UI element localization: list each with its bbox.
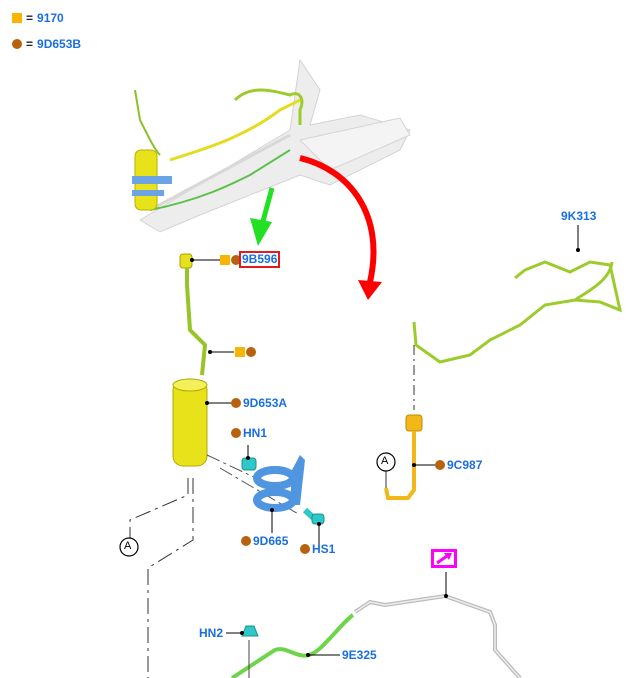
screw-HS1 — [302, 507, 325, 545]
external-view-arrow-icon[interactable] — [431, 549, 457, 568]
circle-marker-icon — [231, 428, 241, 438]
legend-item-square: = 9170 — [12, 11, 64, 25]
legend-code-9D653B[interactable]: 9D653B — [37, 37, 82, 51]
circle-marker-icon — [12, 39, 22, 49]
circle-marker-icon — [231, 255, 241, 265]
callout-9B596-highlighted[interactable]: 9B596 — [239, 251, 281, 268]
callout-9D653A[interactable]: 9D653A — [243, 396, 288, 410]
square-marker-icon — [12, 13, 22, 23]
canister-9D653A — [172, 378, 233, 467]
connector-a-right[interactable]: A — [381, 455, 389, 467]
bracket-9D665 — [206, 454, 305, 533]
circle-marker-icon — [300, 544, 310, 554]
legend-code-9170[interactable]: 9170 — [37, 11, 64, 25]
red-curved-arrow-icon — [299, 155, 382, 300]
connector-a-left-leader — [119, 478, 194, 678]
callout-9E325[interactable]: 9E325 — [342, 648, 377, 662]
harness-9K313 — [412, 225, 623, 410]
square-marker-icon — [220, 255, 230, 265]
circle-marker-icon — [231, 398, 241, 408]
callout-9K313[interactable]: 9K313 — [561, 209, 597, 223]
legend-eq: = — [26, 37, 34, 51]
callout-HN2[interactable]: HN2 — [199, 626, 224, 640]
tube-9B596 — [179, 253, 234, 376]
circle-marker-icon — [241, 536, 251, 546]
circle-marker-icon — [246, 347, 256, 357]
callout-HS1[interactable]: HS1 — [312, 542, 336, 556]
nut-HN1 — [241, 445, 257, 471]
callout-9C987[interactable]: 9C987 — [447, 458, 483, 472]
valve-tube-9C987 — [376, 414, 436, 500]
legend-item-circle: = 9D653B — [12, 37, 81, 51]
connector-a-left[interactable]: A — [124, 540, 132, 552]
nut-HN2 — [226, 625, 259, 678]
hose-9E325 — [230, 593, 522, 678]
legend-eq: = — [26, 11, 34, 25]
circle-marker-icon — [435, 460, 445, 470]
vehicle-frame-overview — [132, 58, 411, 233]
callout-HN1[interactable]: HN1 — [243, 426, 268, 440]
callout-9D665[interactable]: 9D665 — [253, 534, 289, 548]
green-arrow-icon — [250, 187, 275, 246]
square-marker-icon — [235, 347, 245, 357]
